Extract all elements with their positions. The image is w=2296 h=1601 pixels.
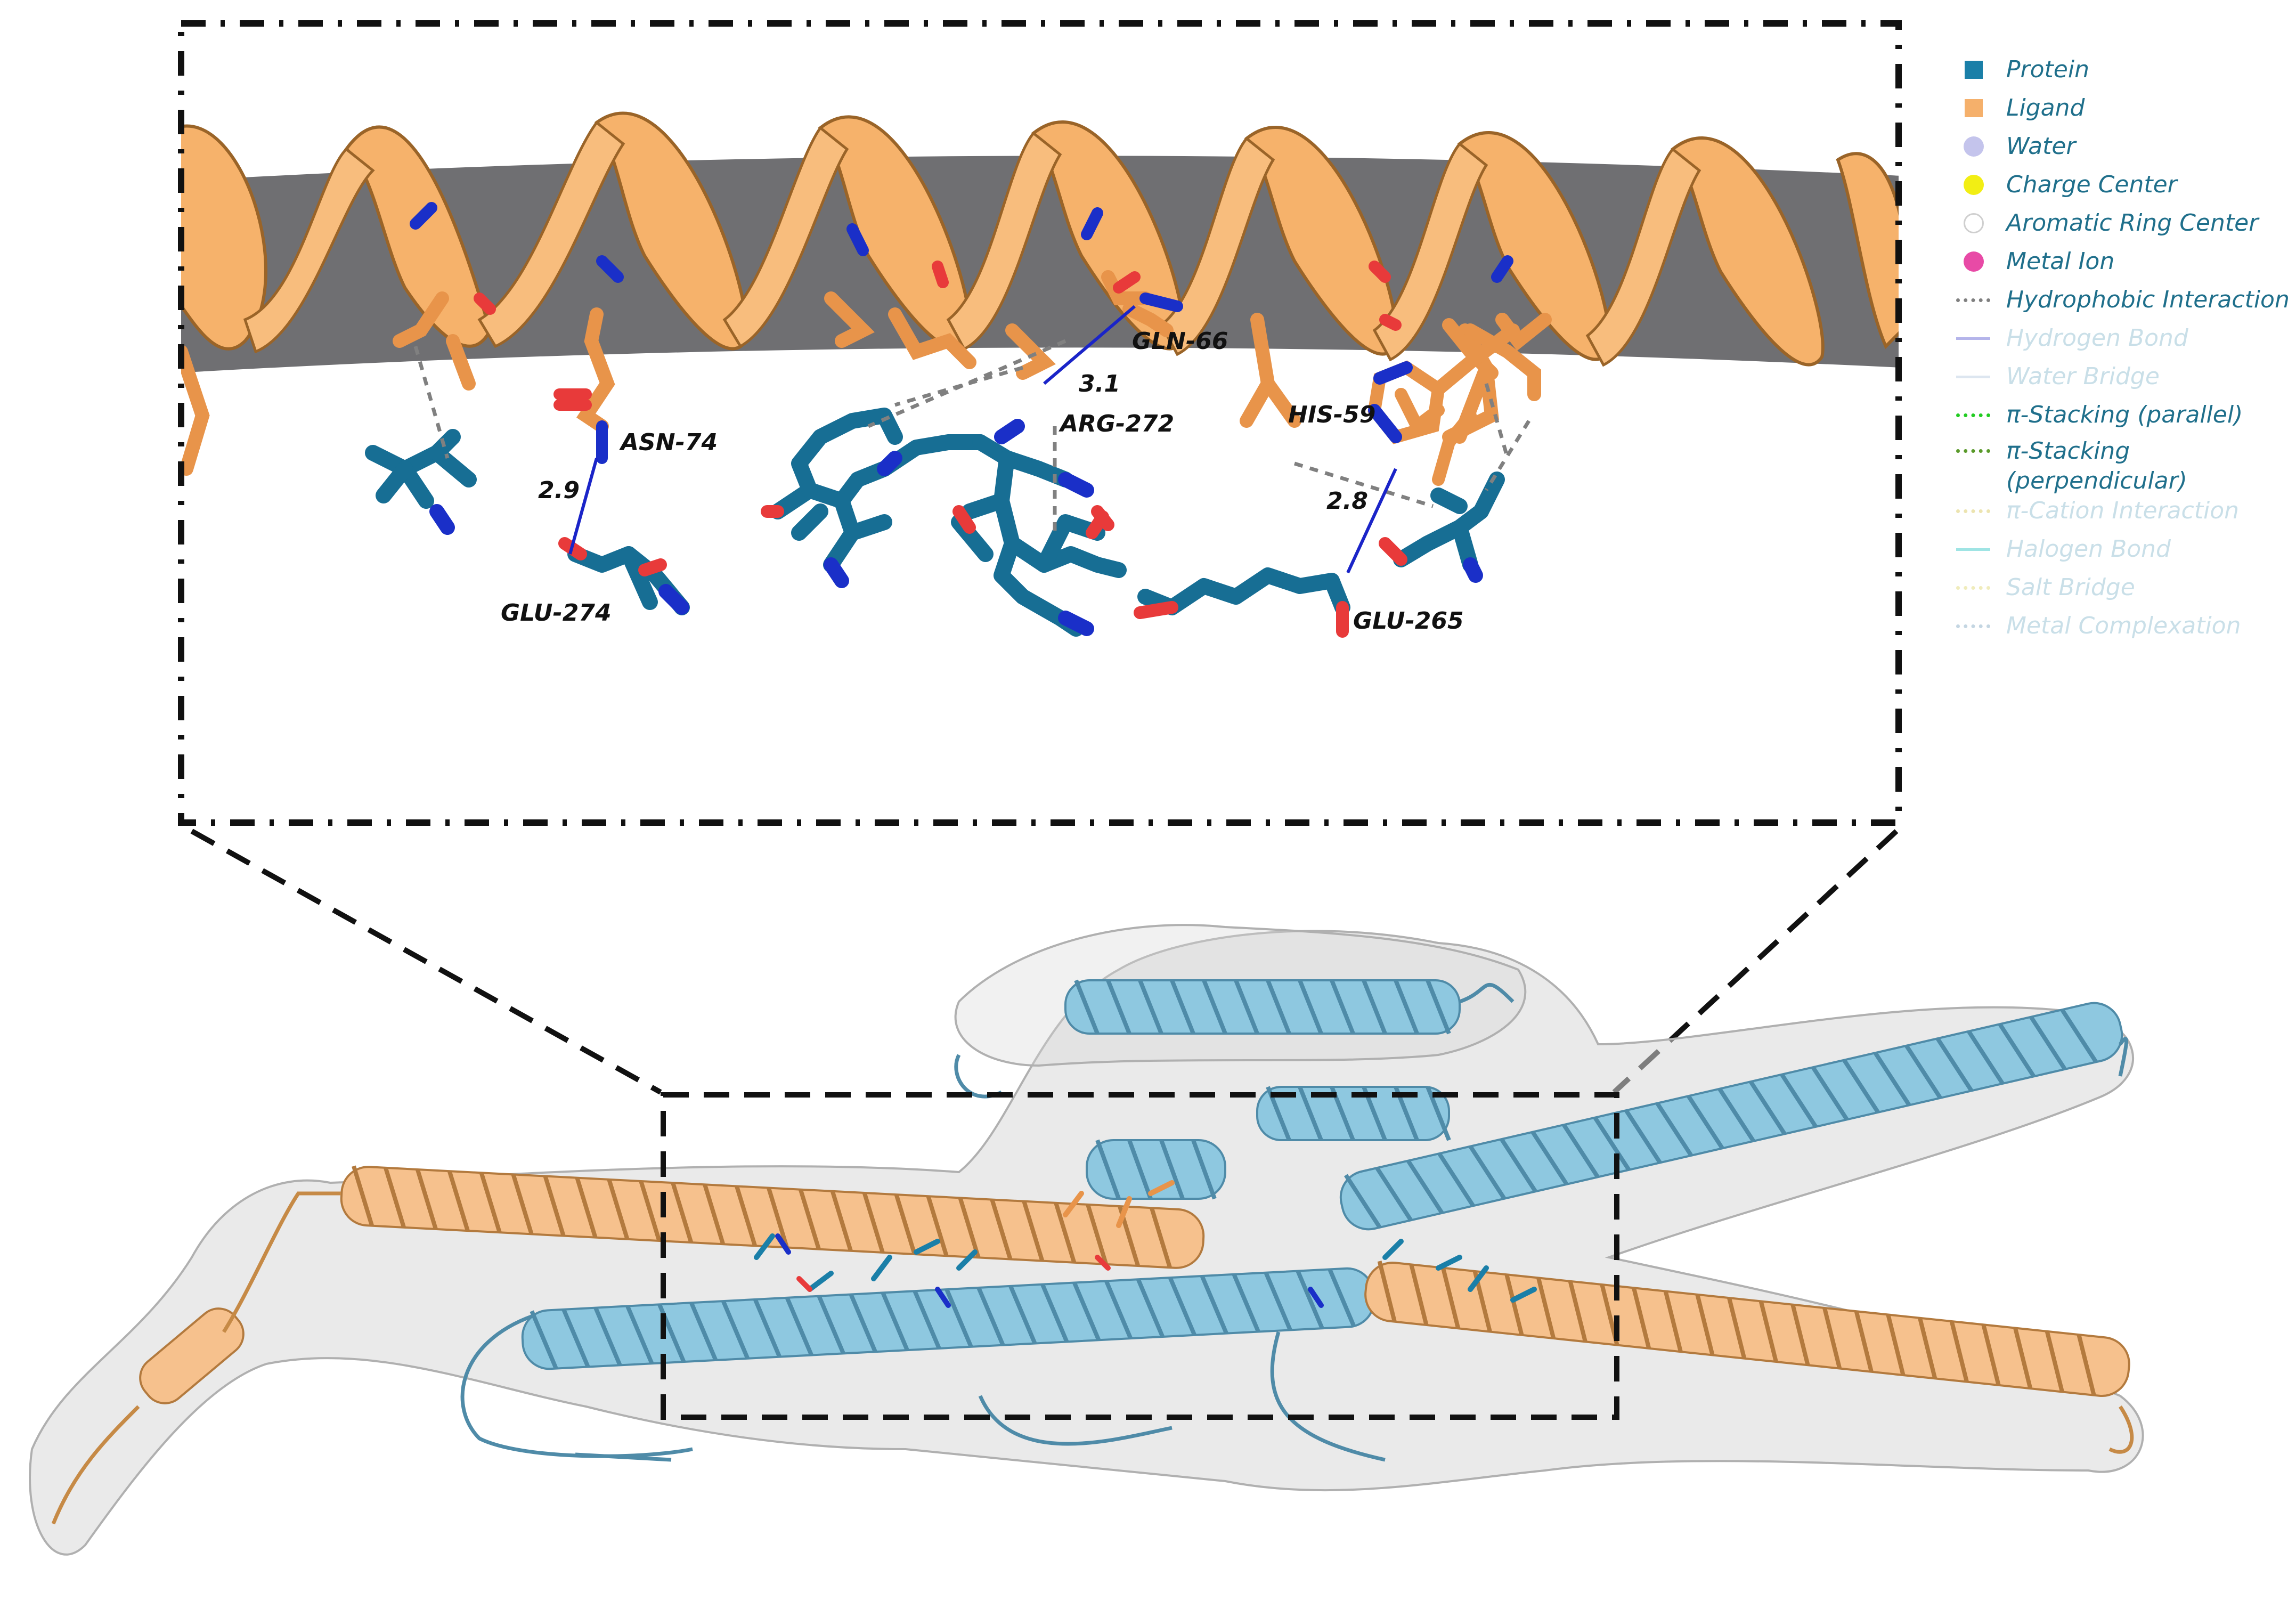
legend-item: Metal Ion xyxy=(1956,242,2286,281)
legend-swatch-icon xyxy=(1964,251,1984,272)
legend-swatch-icon xyxy=(1956,413,1990,417)
legend-item: π-Stacking (parallel) xyxy=(1956,396,2286,434)
legend-swatch-icon xyxy=(1956,586,1990,590)
legend-label: Metal Complexation xyxy=(2006,612,2241,639)
full-structure xyxy=(29,924,2144,1556)
zoom-inset: ASN-74 GLU-274 GLN-66 ARG-272 HIS-59 GLU… xyxy=(178,20,1902,826)
legend-item: Protein xyxy=(1956,51,2286,89)
legend-item: Salt Bridge xyxy=(1956,568,2286,607)
legend-swatch-icon xyxy=(1964,175,1984,195)
his59-ring xyxy=(1367,323,1520,444)
legend-item: π-Stacking (perpendicular) xyxy=(1956,434,2286,494)
distance-asn74-glu274: 2.9 xyxy=(538,477,580,504)
protein-helices xyxy=(460,979,2129,1462)
label-gln66: GLN-66 xyxy=(1132,328,1228,355)
legend-item: Hydrogen Bond xyxy=(1956,319,2286,357)
legend-label: π-Stacking (parallel) xyxy=(2006,401,2243,428)
legend-swatch-icon xyxy=(1956,449,1990,453)
ligand-chain-helices xyxy=(51,1165,2134,1525)
ligand-heteroatoms xyxy=(410,202,1513,464)
legend-label: Halogen Bond xyxy=(2006,535,2171,563)
legend-label: Metal Ion xyxy=(2006,248,2115,275)
label-glu274: GLU-274 xyxy=(501,599,612,627)
zoom-connectors xyxy=(190,828,1899,1095)
legend-label: Charge Center xyxy=(2006,171,2177,198)
distance-gln66-arg272: 3.1 xyxy=(1079,370,1120,397)
legend-item: Water xyxy=(1956,127,2286,166)
legend-item: Hydrophobic Interaction xyxy=(1956,281,2290,319)
distance-his59-glu265: 2.8 xyxy=(1326,487,1368,515)
legend-swatch-icon xyxy=(1956,624,1990,628)
interface-sticks xyxy=(754,1180,1537,1308)
legend-label: Salt Bridge xyxy=(2006,574,2135,601)
legend-item: Aromatic Ring Center xyxy=(1956,204,2286,242)
legend-swatch-icon xyxy=(1956,298,1990,302)
interaction-lines xyxy=(413,305,1530,574)
legend-item: Metal Complexation xyxy=(1956,607,2286,645)
legend-swatch-icon xyxy=(1965,99,1983,117)
legend-item: Halogen Bond xyxy=(1956,530,2286,568)
legend-item: Water Bridge xyxy=(1956,357,2286,396)
legend-label: Hydrogen Bond xyxy=(2006,324,2188,352)
label-asn74: ASN-74 xyxy=(619,429,718,456)
label-his59: HIS-59 xyxy=(1288,401,1375,428)
legend-label: Protein xyxy=(2006,56,2089,83)
inset-frame xyxy=(178,20,1902,826)
legend-swatch-icon xyxy=(1965,61,1983,79)
legend-swatch-icon xyxy=(1956,509,1990,513)
legend-swatch-icon xyxy=(1964,136,1984,157)
legend-label: Water Bridge xyxy=(2006,363,2160,390)
legend-label: Hydrophobic Interaction xyxy=(2006,286,2290,313)
label-glu265: GLU-265 xyxy=(1353,607,1464,635)
legend-item: π-Cation Interaction xyxy=(1956,492,2286,530)
hydrogen-bonds xyxy=(568,305,1397,574)
legend-label: π-Cation Interaction xyxy=(2006,497,2240,524)
legend-swatch-icon xyxy=(1956,375,1990,378)
zoom-region-box xyxy=(661,1092,1619,1420)
hydrophobic-interactions xyxy=(413,339,1530,533)
legend-item: Charge Center xyxy=(1956,166,2286,204)
legend-swatch-icon xyxy=(1964,213,1984,233)
legend-item: Ligand xyxy=(1956,89,2286,127)
legend-label: π-Stacking (perpendicular) xyxy=(2006,437,2187,494)
label-arg272: ARG-272 xyxy=(1059,410,1174,437)
legend-label: Ligand xyxy=(2006,94,2085,121)
ligand-helix xyxy=(181,111,1899,373)
legend-swatch-icon xyxy=(1956,337,1990,340)
legend-label: Aromatic Ring Center xyxy=(2006,209,2259,237)
protein-residues xyxy=(365,408,1505,638)
legend-swatch-icon xyxy=(1956,548,1990,551)
legend-label: Water xyxy=(2006,133,2076,160)
